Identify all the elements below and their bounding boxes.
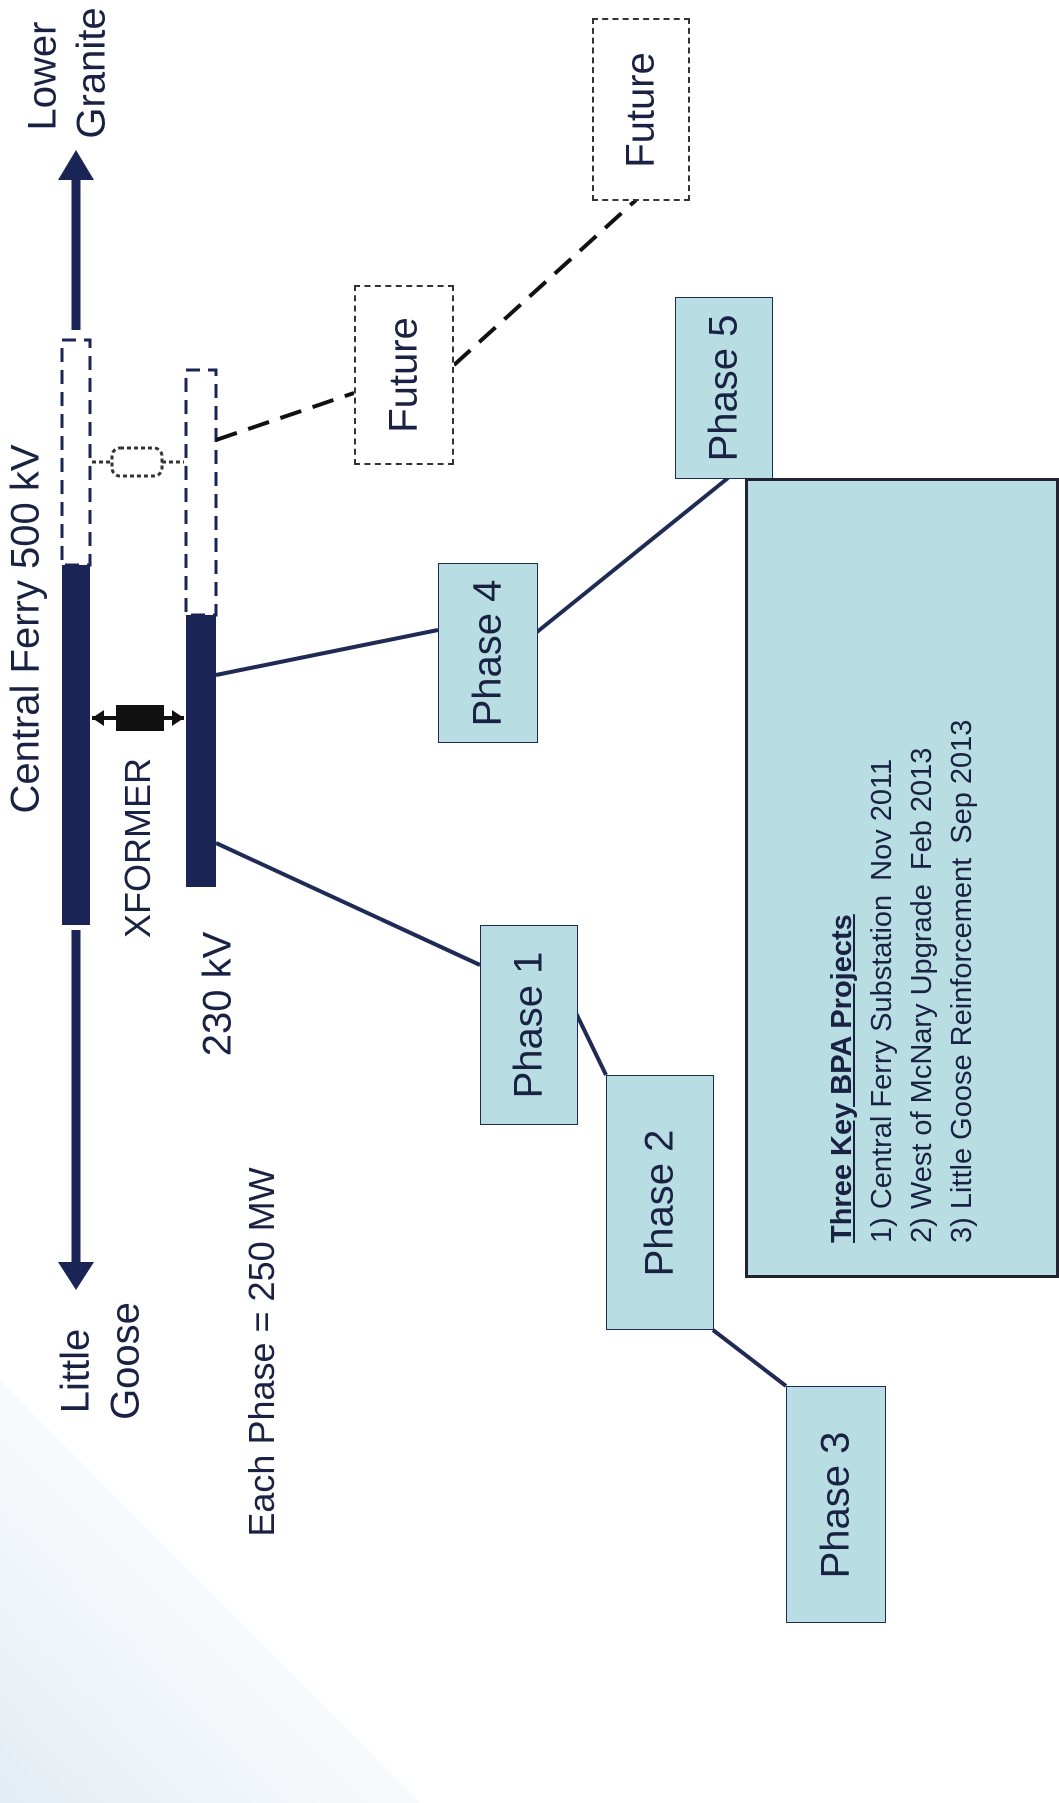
bpa-project-2-name: 2) West of McNary Upgrade	[906, 884, 938, 1243]
line-phase1-to-phase2	[574, 1012, 608, 1076]
bpa-project-2: 2) West of McNary Upgrade Feb 2013	[902, 483, 942, 1243]
phase-1-box: Phase 1	[480, 925, 578, 1125]
line-future1	[215, 391, 355, 442]
bus-230kv-future	[184, 368, 218, 617]
bpa-projects-content: Three Key BPA Projects 1) Central Ferry …	[822, 483, 982, 1273]
phase-3-label: Phase 3	[813, 1431, 858, 1578]
line-future2	[452, 198, 638, 367]
phase-1-label: Phase 1	[506, 951, 551, 1099]
line-to-phase4	[215, 628, 439, 677]
future-box-1: Future	[354, 285, 454, 465]
future-2-label: Future	[618, 51, 663, 168]
little-goose-label-line1: Little	[53, 1328, 98, 1414]
phase-2-box: Phase 2	[606, 1075, 714, 1330]
each-phase-note: Each Phase = 250 MW	[241, 1167, 282, 1537]
bus-230kv-label: 230 kV	[195, 931, 240, 1057]
bus-500kv-solid	[62, 565, 90, 925]
phase-3-box: Phase 3	[786, 1386, 886, 1623]
phase-2-label: Phase 2	[637, 1129, 682, 1276]
line-phase4-to-phase5	[535, 476, 730, 634]
xformer-label: XFORMER	[117, 758, 158, 938]
lower-granite-label-line2: Granite	[69, 7, 114, 139]
bus-500kv-future	[60, 338, 92, 567]
line-phase2-to-phase3	[711, 1328, 788, 1388]
future-box-2: Future	[592, 18, 690, 201]
line-to-phase1	[215, 841, 481, 967]
bpa-projects-box: Three Key BPA Projects 1) Central Ferry …	[745, 478, 1059, 1278]
bpa-project-1-name: 1) Central Ferry Substation	[866, 894, 898, 1243]
little-goose-label-line2: Goose	[103, 1302, 148, 1420]
phase-5-box: Phase 5	[675, 297, 773, 479]
future-1-label: Future	[381, 317, 426, 433]
future-xformer-symbol	[110, 446, 164, 478]
bpa-project-1: 1) Central Ferry Substation Nov 2011	[862, 483, 902, 1243]
lower-granite-label-line1: Lower	[20, 21, 65, 131]
phase-5-label: Phase 5	[701, 314, 746, 462]
bpa-project-3-name: 3) Little Goose Reinforcement	[946, 857, 978, 1243]
bpa-projects-title: Three Key BPA Projects	[826, 914, 858, 1243]
little-goose-arrowhead	[58, 1262, 94, 1290]
bus-230kv-solid	[186, 615, 216, 887]
bpa-project-3: 3) Little Goose Reinforcement Sep 2013	[942, 483, 982, 1243]
bpa-project-3-date: Sep 2013	[946, 719, 978, 844]
phase-4-box: Phase 4	[438, 563, 538, 743]
bpa-project-2-date: Feb 2013	[906, 747, 938, 871]
bus-500kv-label: Central Ferry 500 kV	[3, 444, 48, 814]
phase-4-label: Phase 4	[465, 579, 510, 727]
xformer-symbol	[116, 705, 164, 731]
bpa-project-1-date: Nov 2011	[866, 758, 898, 881]
lower-granite-arrowhead	[58, 150, 94, 180]
